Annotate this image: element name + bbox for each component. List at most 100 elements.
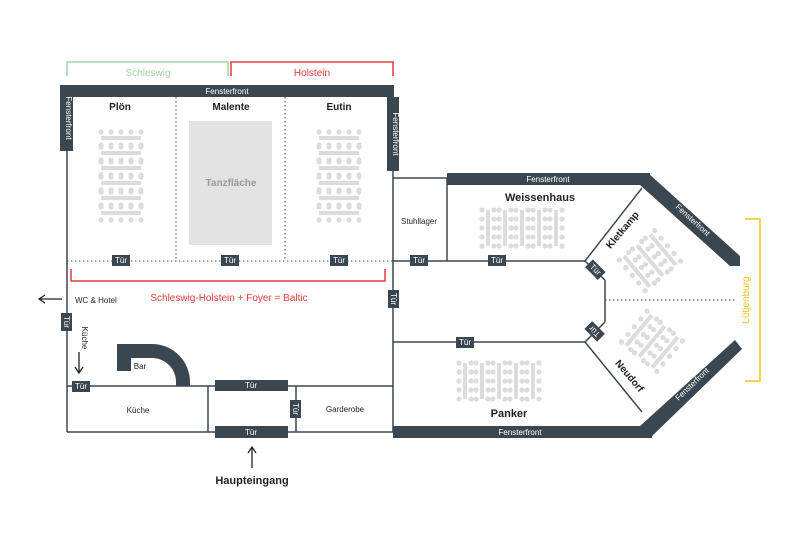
luetjenburg-bracket <box>745 218 761 382</box>
arrow-left-icon <box>37 294 62 304</box>
room-stuhllager: Stuhllager <box>401 217 437 226</box>
chair <box>618 339 625 345</box>
chair <box>654 368 660 375</box>
chair <box>496 225 502 231</box>
chair <box>138 159 144 165</box>
chair <box>356 217 362 223</box>
svg-text:Tür: Tür <box>224 256 236 265</box>
chair <box>468 396 474 402</box>
svg-text:Tür: Tür <box>389 293 398 305</box>
chair <box>138 189 144 195</box>
chair <box>629 246 636 252</box>
chair <box>326 217 332 223</box>
chair <box>490 360 496 366</box>
door-tuer-eutin[interactable]: Tür <box>330 255 348 266</box>
chair <box>108 159 114 165</box>
door-tuer-neudorf[interactable]: Tür <box>584 321 605 342</box>
chair <box>336 204 342 210</box>
chair <box>346 189 352 195</box>
chair <box>316 189 322 195</box>
schleswig-bracket <box>66 61 229 76</box>
chair <box>485 387 491 393</box>
chair <box>524 360 530 366</box>
room-neudorf: Neudorf <box>612 358 645 395</box>
door-tuer-kletkamp[interactable]: Tür <box>585 259 606 280</box>
chair <box>660 361 666 367</box>
chair <box>468 369 474 375</box>
chair <box>519 360 525 366</box>
chair <box>507 387 513 393</box>
chair <box>655 250 661 257</box>
fensterfront-bottom-label: Fensterfront <box>498 428 542 437</box>
chair <box>118 159 124 165</box>
chair <box>670 330 676 336</box>
chair <box>346 159 352 165</box>
door-tuer-ploen[interactable]: Tür <box>112 255 130 266</box>
seating-weissenhaus <box>479 207 565 249</box>
room-ploen: Plön <box>109 102 131 113</box>
chair <box>628 347 634 353</box>
chair <box>559 243 565 249</box>
chair <box>642 261 648 268</box>
chair <box>616 257 623 263</box>
chair <box>490 378 496 384</box>
chair <box>485 396 491 402</box>
door-tuer-malente[interactable]: Tür <box>221 255 239 266</box>
chair <box>636 280 642 286</box>
haupteingang-label: Haupteingang <box>215 475 288 487</box>
room-weissenhaus: Weissenhaus <box>505 192 575 204</box>
door-tuer-kueche[interactable]: Tür <box>72 381 90 392</box>
chair <box>502 387 508 393</box>
chair <box>128 129 134 135</box>
chair <box>536 387 542 393</box>
door-tuer-inner-entrance[interactable]: Tür <box>215 380 288 391</box>
chair <box>98 144 104 150</box>
combined-bracket <box>70 269 386 282</box>
chair <box>128 159 134 165</box>
chair <box>473 369 479 375</box>
door-tuer-stuhllager[interactable]: Tür <box>410 255 428 266</box>
table <box>637 324 667 359</box>
chair <box>513 243 519 249</box>
door-tuer-main-entrance[interactable]: Tür <box>215 426 288 438</box>
chair <box>513 207 519 213</box>
door-tuer-panker[interactable]: Tür <box>456 337 474 348</box>
chair <box>473 387 479 393</box>
chair <box>456 387 462 393</box>
seating-eutin <box>316 129 362 223</box>
chair <box>508 243 514 249</box>
chair <box>645 272 651 278</box>
chair <box>346 144 352 150</box>
door-tuer-foyer-left[interactable]: Tür <box>61 313 72 331</box>
chair <box>496 216 502 222</box>
chair <box>98 217 104 223</box>
chair <box>653 316 659 322</box>
chair <box>524 369 530 375</box>
chair <box>336 217 342 223</box>
chair <box>496 243 502 249</box>
chair <box>98 189 104 195</box>
chair <box>639 238 645 244</box>
chair <box>623 265 629 271</box>
chair <box>473 360 479 366</box>
table <box>503 210 507 246</box>
chair <box>491 207 497 213</box>
chair <box>542 225 548 231</box>
chair <box>356 204 362 210</box>
wc-hotel-label: WC & Hotel <box>75 296 117 305</box>
chair <box>346 217 352 223</box>
chair <box>356 189 362 195</box>
door-tuer-garderobe[interactable]: Tür <box>290 400 301 418</box>
chair <box>671 250 677 257</box>
door-tuer-foyer-right[interactable]: Tür <box>388 290 399 308</box>
chair <box>316 174 322 180</box>
chair <box>98 129 104 135</box>
arrow-down-icon <box>74 352 84 375</box>
chair <box>677 258 684 264</box>
table <box>635 243 665 278</box>
door-tuer-weissenhaus[interactable]: Tür <box>488 255 506 266</box>
chair <box>530 216 536 222</box>
chair <box>108 204 114 210</box>
chair <box>660 335 666 341</box>
chair <box>456 360 462 366</box>
